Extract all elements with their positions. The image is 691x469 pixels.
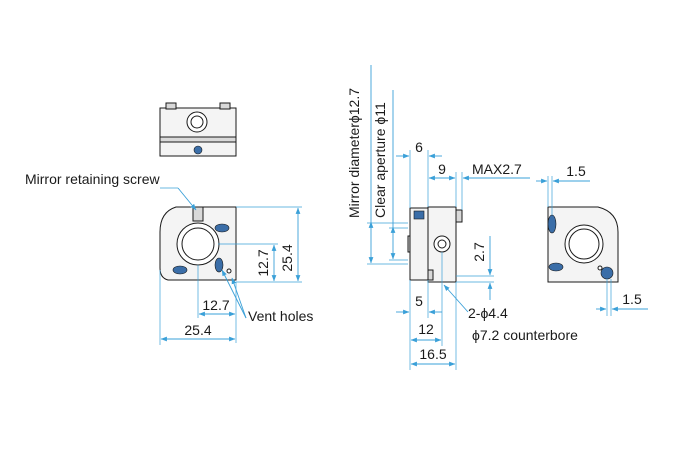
- back-view-small-hole: [597, 265, 603, 271]
- front-view-labels: Mirror retaining screw Vent holes 25.4 1…: [25, 171, 313, 338]
- back-view-aperture-inner: [568, 228, 600, 260]
- back-view-labels: 1.5 1.5: [566, 163, 642, 307]
- side-view-hole: [437, 239, 447, 249]
- side-view-screw-tip: [455, 209, 463, 223]
- holes-label: 2-ϕ4.4: [468, 305, 508, 321]
- front-view: [159, 206, 237, 281]
- vent-hole-lower-icon: [214, 257, 224, 273]
- mirror-retaining-screw-icon: [192, 206, 204, 222]
- front-width-label: 25.4: [184, 322, 211, 338]
- back-view-adjuster-left-icon: [548, 262, 564, 272]
- dim-12-label: 12: [418, 321, 434, 337]
- front-view-dimensions: [159, 187, 302, 345]
- dim-9-label: 9: [438, 161, 446, 177]
- front-height-label: 25.4: [279, 244, 295, 271]
- top-view-gap: [159, 136, 237, 143]
- front-view-aperture-inner: [181, 227, 215, 261]
- front-center-height-label: 12.7: [255, 249, 271, 276]
- back-view-adjuster-top-icon: [547, 214, 557, 234]
- vent-holes-label: Vent holes: [248, 308, 313, 324]
- side-view-dimensions: [367, 65, 530, 370]
- side-view: [407, 206, 463, 283]
- max-label: MAX2.7: [472, 161, 522, 177]
- front-center-width-label: 12.7: [202, 297, 229, 313]
- top-view-screw-head-right: [219, 102, 231, 110]
- back-view: [547, 206, 619, 283]
- dim-16-5-label: 16.5: [419, 346, 446, 362]
- mirror-diameter-label: Mirror diameterϕ12.7: [346, 88, 362, 218]
- dim-5-label: 5: [415, 293, 423, 309]
- front-view-small-hole: [226, 268, 232, 274]
- side-view-mirror: [407, 235, 411, 253]
- dim-2-7-label: 2.7: [471, 242, 487, 262]
- side-view-labels: Mirror diameterϕ12.7 Clear aperture ϕ11 …: [346, 88, 578, 362]
- back-top-1-5-label: 1.5: [566, 163, 586, 179]
- mirror-retaining-screw-label: Mirror retaining screw: [25, 171, 160, 187]
- top-view-screw-icon: [193, 145, 203, 155]
- side-view-foot: [427, 269, 434, 281]
- top-view-screw-head-left: [165, 102, 177, 110]
- counterbore-label: ϕ7.2 counterbore: [472, 327, 578, 343]
- back-view-adjuster-right-icon: [600, 266, 614, 280]
- dim-6-label: 6: [415, 139, 423, 155]
- vent-hole-left-icon: [172, 265, 188, 275]
- top-view-aperture-inner: [190, 115, 204, 129]
- back-bottom-1-5-label: 1.5: [622, 291, 642, 307]
- back-view-dimensions: [536, 176, 648, 316]
- clear-aperture-label: Clear aperture ϕ11: [372, 102, 388, 218]
- side-view-screw-icon: [413, 210, 425, 220]
- vent-hole-upper-icon: [214, 223, 230, 233]
- top-view: [159, 102, 237, 157]
